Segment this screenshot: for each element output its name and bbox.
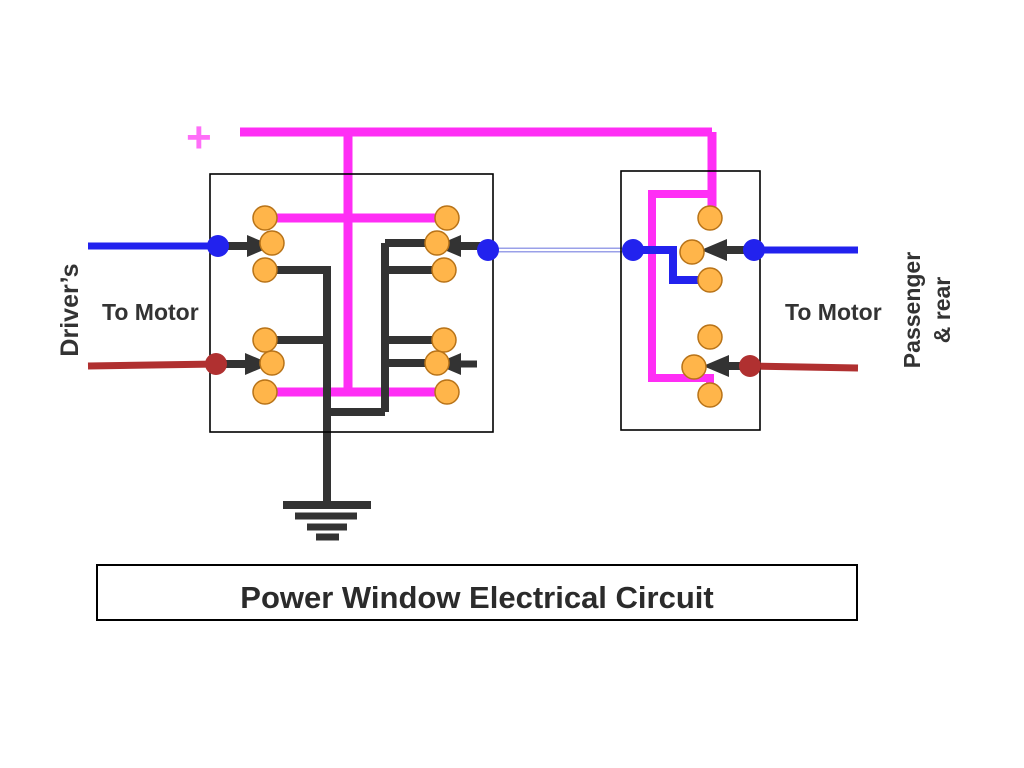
terminal-passenger-T5[interactable] xyxy=(681,354,707,380)
terminal-driver-L2[interactable] xyxy=(259,230,285,256)
positive-terminal-label: + xyxy=(186,113,212,162)
passenger-switch-box[interactable] xyxy=(620,170,761,431)
terminal-passenger-T3[interactable] xyxy=(697,267,723,293)
terminal-passenger-T6[interactable] xyxy=(697,382,723,408)
terminal-passenger-T2[interactable] xyxy=(679,239,705,265)
power-bus-group xyxy=(240,127,717,397)
terminal-driver-L1[interactable] xyxy=(252,205,278,231)
passenger-red-lead xyxy=(747,362,859,372)
connection-nodes-group xyxy=(205,235,765,377)
driver-to-motor-label: To Motor xyxy=(102,299,199,325)
passenger-red-node[interactable] xyxy=(739,355,761,377)
terminal-driver-L6[interactable] xyxy=(252,379,278,405)
driver-side-label: Driver’s xyxy=(56,263,84,356)
terminal-driver-R6[interactable] xyxy=(434,379,460,405)
terminal-driver-R2[interactable] xyxy=(424,230,450,256)
external-leads-group xyxy=(87,242,859,372)
page-title: Power Window Electrical Circuit xyxy=(240,580,713,615)
passenger-terminals-group xyxy=(679,205,723,408)
passenger-blue-arrow-head xyxy=(701,239,727,261)
terminal-driver-L4[interactable] xyxy=(252,327,278,353)
terminal-driver-L3[interactable] xyxy=(252,257,278,283)
terminal-driver-R5[interactable] xyxy=(424,350,450,376)
passenger-blue-jumper-group xyxy=(633,246,710,284)
driver-terminals-group xyxy=(252,205,460,405)
terminal-passenger-T4[interactable] xyxy=(697,324,723,350)
driver-red-arrow-head xyxy=(245,353,271,375)
terminal-driver-R1[interactable] xyxy=(434,205,460,231)
passenger-side-label-line1: Passenger xyxy=(899,252,925,368)
terminal-driver-L5[interactable] xyxy=(259,350,285,376)
title-box xyxy=(96,564,858,621)
passenger-blue-node[interactable] xyxy=(743,239,765,261)
driver-red-node[interactable] xyxy=(205,353,227,375)
passenger-to-motor-label: To Motor xyxy=(785,299,882,325)
terminal-driver-R4[interactable] xyxy=(431,327,457,353)
terminal-driver-R3[interactable] xyxy=(431,257,457,283)
mid-right-blue-node[interactable] xyxy=(622,239,644,261)
driver-blue-node[interactable] xyxy=(207,235,229,257)
driver-switch-box[interactable] xyxy=(209,173,494,433)
passenger-red-arrow-head xyxy=(703,355,729,377)
passenger-blue-jumper xyxy=(633,246,710,284)
terminal-passenger-T1[interactable] xyxy=(697,205,723,231)
passenger-side-label-line2: & rear xyxy=(929,277,955,344)
mid-left-blue-node[interactable] xyxy=(477,239,499,261)
driver-red-lead xyxy=(87,360,219,370)
